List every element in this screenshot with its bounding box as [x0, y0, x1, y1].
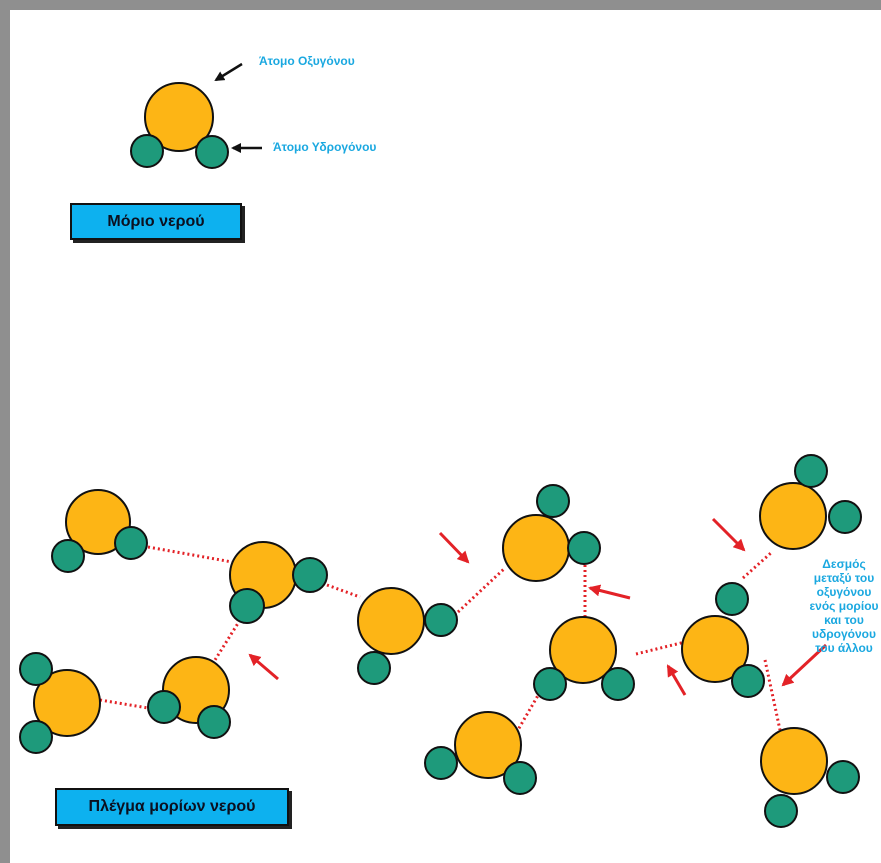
water-molecule — [502, 484, 601, 582]
hydrogen-atom — [826, 760, 860, 794]
red-arrow — [711, 517, 746, 552]
water-molecule — [760, 727, 860, 828]
water-molecule — [19, 652, 101, 754]
oxygen-pointer-arrow — [214, 62, 243, 82]
water-lattice-title-box: Πλέγμα μορίων νερού — [55, 788, 289, 826]
hydrogen-atom — [533, 667, 567, 701]
bond-line — [763, 659, 782, 731]
water-molecule — [533, 616, 635, 701]
legend-oxygen-atom — [144, 82, 214, 152]
legend-water-molecule — [130, 82, 229, 169]
red-arrow — [438, 531, 470, 564]
oxygen-atom — [502, 514, 570, 582]
water-molecule — [357, 587, 458, 685]
hydrogen-atom — [357, 651, 391, 685]
hydrogen-bond-description: Δεσμός μεταξύ του οξυγόνου ενός μορίου κ… — [809, 557, 879, 655]
bond-line — [213, 619, 242, 661]
bond-line — [635, 640, 686, 656]
hydrogen-atom — [828, 500, 862, 534]
oxygen-atom — [549, 616, 617, 684]
oxygen-atom — [454, 711, 522, 779]
water-molecule — [424, 711, 537, 795]
hydrogen-atom — [114, 526, 148, 560]
hydrogen-atom — [503, 761, 537, 795]
lattice-molecules — [19, 454, 862, 828]
bond-line — [326, 583, 361, 599]
water-molecule-title-box: Μόριο νερού — [70, 203, 242, 240]
hydrogen-atom — [51, 539, 85, 573]
bond-line — [513, 691, 542, 736]
red-arrow — [781, 643, 828, 687]
water-molecule — [51, 489, 148, 573]
hydrogen-atom — [19, 652, 53, 686]
hydrogen-atom — [424, 603, 458, 637]
water-molecule — [681, 582, 765, 698]
hydrogen-atom — [567, 531, 601, 565]
hydrogen-atom — [292, 557, 328, 593]
red-arrow — [666, 664, 687, 696]
red-arrow — [248, 653, 279, 681]
oxygen-atom — [65, 489, 131, 555]
water-molecule — [147, 656, 231, 739]
legend-hydrogen-atom-left — [130, 134, 164, 168]
hydrogen-atom — [601, 667, 635, 701]
hydrogen-atom — [424, 746, 458, 780]
red-arrow — [588, 584, 631, 600]
hydrogen-atom — [731, 664, 765, 698]
oxygen-atom — [760, 727, 828, 795]
hydrogen-atom — [147, 690, 181, 724]
hydrogen-atom-label: Άτομο Υδρογόνου — [273, 140, 377, 154]
bond-line — [741, 550, 774, 580]
hydrogen-atom — [229, 588, 265, 624]
bond-line — [99, 698, 149, 710]
hydrogen-atom — [19, 720, 53, 754]
oxygen-atom — [33, 669, 101, 737]
oxygen-atom-label: Άτομο Οξυγόνου — [259, 54, 355, 68]
oxygen-atom — [681, 615, 749, 683]
hydrogen-atom — [536, 484, 570, 518]
bond-indicator-arrows — [248, 517, 828, 696]
legend-hydrogen-atom-right — [195, 135, 229, 169]
hydrogen-atom — [794, 454, 828, 488]
hydrogen-atom — [764, 794, 798, 828]
oxygen-atom — [759, 482, 827, 550]
oxygen-atom — [357, 587, 425, 655]
hydrogen-bonds — [99, 545, 782, 736]
water-molecule — [759, 454, 862, 550]
water-molecule — [229, 541, 328, 624]
hydrogen-atom — [197, 705, 231, 739]
bond-line — [147, 545, 233, 564]
bond-line — [456, 566, 507, 614]
hydrogen-atom — [715, 582, 749, 616]
